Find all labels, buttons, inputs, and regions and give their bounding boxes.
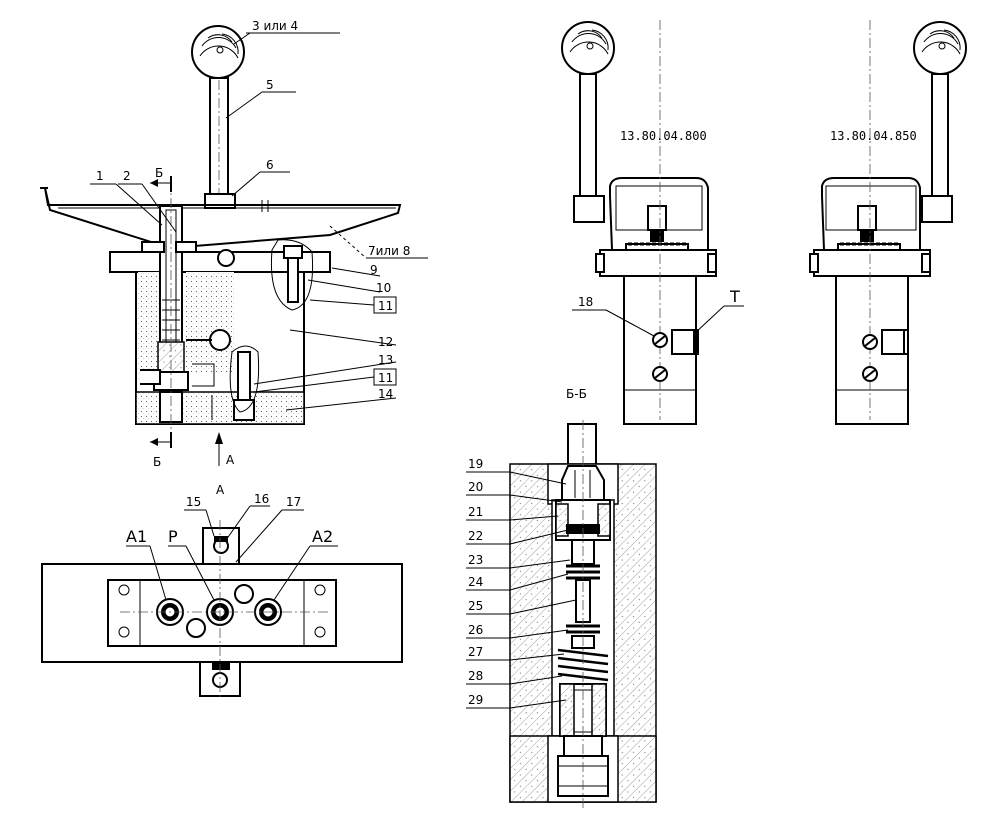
svg-text:29: 29 [468, 693, 483, 707]
fitting-port-icon [671, 329, 699, 355]
section-mark-bottom: Б [153, 455, 161, 469]
callout-11-top: 11 [378, 299, 393, 313]
callout-6: 6 [266, 158, 274, 172]
callout-17: 17 [286, 495, 301, 509]
callout-24: 24 [466, 573, 569, 591]
svg-text:25: 25 [468, 599, 483, 613]
svg-text:20: 20 [468, 480, 483, 494]
callout-15: 15 [186, 495, 201, 509]
svg-text:24: 24 [468, 575, 483, 589]
lever-knob-icon [191, 25, 245, 79]
svg-text:21: 21 [468, 505, 483, 519]
screw-head-icon [862, 366, 878, 382]
callout-1: 1 [96, 169, 104, 183]
svg-text:23: 23 [468, 553, 483, 567]
view-arrow-label: А [226, 453, 235, 467]
port-a2-label: A2 [312, 527, 333, 546]
callout-26: 26 [466, 623, 569, 639]
view-a: А A1 P A2 15 16 17 [41, 483, 403, 700]
callout-28: 28 [466, 669, 563, 685]
lever-knob-icon [561, 21, 615, 75]
callout-18: 18 [578, 295, 593, 309]
svg-text:26: 26 [468, 623, 483, 637]
callout-7: 7или 8 [368, 244, 410, 258]
section-bb: Б-Б 19 20 21 22 23 [466, 387, 657, 810]
svg-text:22: 22 [468, 529, 483, 543]
callout-10: 10 [376, 281, 391, 295]
lever-knob-icon [913, 21, 967, 75]
callout-19: 19 [466, 457, 567, 485]
callout-29: 29 [466, 693, 567, 709]
view-a-title: А [216, 483, 225, 497]
main-view: Б Б А 3 или 4 5 6 1 2 7или 8 9 10 11 12 … [40, 19, 428, 469]
callout-14: 14 [378, 387, 393, 401]
callout-27: 27 [466, 645, 565, 661]
side-view-right: 13.80.04.850 [809, 20, 967, 425]
callout-13: 13 [378, 353, 393, 367]
callout-2: 2 [123, 169, 131, 183]
screw-head-icon [652, 366, 668, 382]
section-mark-top: Б [155, 166, 163, 180]
callout-16: 16 [254, 492, 269, 506]
model-code-right: 13.80.04.850 [830, 129, 917, 143]
callout-12: 12 [378, 335, 393, 349]
callout-3: 3 или 4 [252, 19, 298, 33]
callout-23: 23 [466, 553, 571, 569]
svg-text:28: 28 [468, 669, 483, 683]
svg-text:27: 27 [468, 645, 483, 659]
section-bb-title: Б-Б [566, 387, 587, 401]
callout-20: 20 [466, 480, 563, 503]
callout-9: 9 [370, 263, 378, 277]
callout-11-bottom: 11 [378, 371, 393, 385]
port-a1-label: A1 [126, 527, 147, 546]
top-plate [44, 187, 402, 250]
callout-25: 25 [466, 599, 577, 615]
callout-t: T [729, 287, 740, 306]
screw-head-icon [862, 334, 878, 350]
fitting-port-icon [881, 329, 909, 355]
side-view-left: 13.80.04.800 18 T [561, 20, 744, 425]
callout-22: 22 [466, 529, 569, 545]
callout-21: 21 [466, 505, 559, 521]
port-p-label: P [168, 527, 178, 546]
screw-head-icon [652, 332, 668, 348]
callout-5: 5 [266, 78, 274, 92]
svg-text:19: 19 [468, 457, 483, 471]
model-code-left: 13.80.04.800 [620, 129, 707, 143]
